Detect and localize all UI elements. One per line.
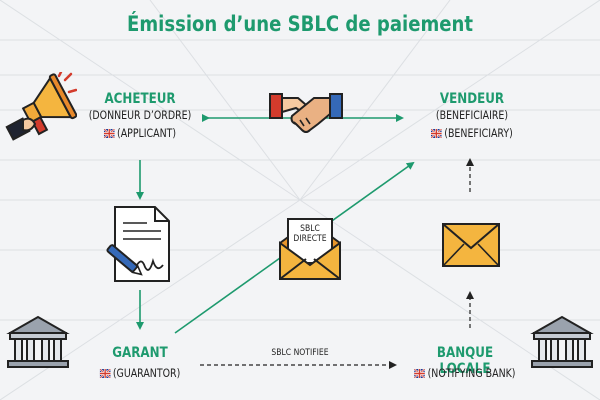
buyer-role-en: (APPLICANT) — [87, 126, 194, 140]
seller-role-en-text: (BENEFICIARY) — [444, 126, 513, 140]
buyer-name: ACHETEUR — [104, 91, 176, 107]
guarantor-role-en-text: (GUARANTOR) — [112, 366, 181, 380]
guarantor-role-en: (GUARANTOR) — [83, 366, 198, 380]
uk-flag-icon — [99, 369, 111, 378]
direct-sblc-line1: SBLC — [300, 224, 320, 234]
local-bank-role-en-text: (NOTIFYING BANK) — [427, 366, 516, 380]
diagram-title: Émission d’une SBLC de paiement — [126, 12, 474, 36]
bank-icon — [6, 315, 70, 368]
megaphone-icon — [5, 72, 77, 141]
uk-flag-icon — [414, 369, 426, 378]
handshake-icon — [269, 93, 343, 133]
notified-sblc-label: SBLC NOTIFIEE — [271, 348, 329, 358]
open-envelope-icon — [279, 218, 341, 280]
contract-icon — [106, 206, 170, 282]
local-bank-name: BANQUE LOCALE — [436, 345, 494, 377]
seller-name: VENDEUR — [439, 91, 505, 107]
local-bank-role-en: (NOTIFYING BANK) — [406, 366, 524, 380]
direct-sblc-label: SBLC DIRECTE — [290, 224, 330, 244]
seller-role-en: (BENEFICIARY) — [419, 126, 526, 140]
direct-sblc-line2: DIRECTE — [293, 234, 327, 244]
buyer-role-fr: (DONNEUR D’ORDRE) — [88, 108, 192, 122]
bank-icon — [530, 315, 594, 368]
uk-flag-icon — [103, 129, 115, 138]
buyer-role-en-text: (APPLICANT) — [117, 126, 177, 140]
uk-flag-icon — [431, 129, 442, 138]
seller-role-fr: (BENEFICIAIRE) — [435, 108, 509, 122]
envelope-icon — [442, 223, 500, 267]
guarantor-name: GARANT — [112, 345, 168, 361]
